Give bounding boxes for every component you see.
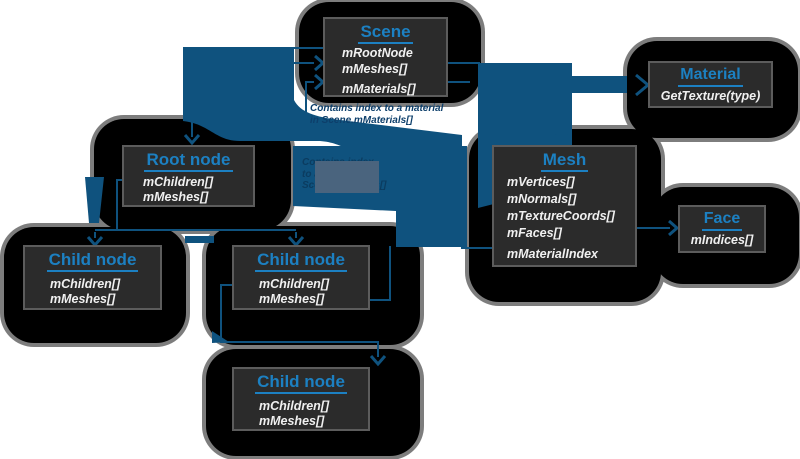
root-member-mmeshes: mMeshes[] bbox=[143, 190, 209, 204]
line-child2-child3 bbox=[220, 284, 379, 357]
face-node: Face mIndices[] bbox=[678, 205, 766, 253]
face-node-title: Face bbox=[680, 207, 764, 231]
blob-scene-to-root bbox=[183, 47, 294, 141]
child2-member-mchildren: mChildren[] bbox=[259, 277, 330, 291]
child1-member-mmeshes: mMeshes[] bbox=[50, 292, 116, 306]
material-index-annotation: Contains index to a material in Scene.mM… bbox=[310, 103, 444, 126]
arrow-to-child3-icon bbox=[369, 355, 387, 367]
mesh-node: Mesh mVertices[] mNormals[] mTextureCoor… bbox=[492, 145, 637, 267]
blue-trapezoid-left bbox=[85, 177, 104, 223]
child-node-3: Child node mChildren[] mMeshes[] bbox=[232, 367, 370, 431]
material-node-title: Material bbox=[650, 63, 771, 87]
arrow-to-rootnode-icon bbox=[183, 134, 201, 146]
child3-member-mmeshes: mMeshes[] bbox=[259, 414, 325, 428]
bar-to-material bbox=[560, 76, 627, 93]
arrow-to-face-icon bbox=[668, 219, 680, 237]
child3-member-mchildren: mChildren[] bbox=[259, 399, 330, 413]
arrowheads bbox=[86, 54, 680, 367]
arrow-to-mesh-icon bbox=[553, 134, 571, 146]
scene-node-title: Scene bbox=[325, 19, 446, 44]
root-member-mchildren: mChildren[] bbox=[143, 175, 214, 189]
scene-member-mmaterials: mMaterials[] bbox=[342, 82, 416, 96]
scene-node: Scene mRootNode mMeshes[] mMaterials[] bbox=[323, 17, 448, 97]
root-node: Root node mChildren[] mMeshes[] bbox=[122, 145, 255, 207]
material-node: Material GetTexture(type) bbox=[648, 61, 773, 108]
connector-lines bbox=[94, 47, 670, 357]
annotation-overlay-rect bbox=[315, 161, 379, 193]
face-member-mindices: mIndices[] bbox=[690, 233, 754, 247]
mesh-member-mtexturecoords: mTextureCoords[] bbox=[507, 209, 615, 223]
blue-bridge-children bbox=[185, 236, 214, 243]
line-child2-meshes-up bbox=[366, 246, 391, 301]
child-node-2: Child node mChildren[] mMeshes[] bbox=[232, 245, 370, 310]
mesh-member-mmaterialindex: mMaterialIndex bbox=[507, 247, 599, 261]
child-node-2-title: Child node bbox=[234, 247, 368, 272]
mesh-member-mvertices: mVertices[] bbox=[507, 175, 575, 189]
root-node-title: Root node bbox=[124, 147, 253, 172]
scene-member-mrootnode: mRootNode bbox=[342, 46, 413, 60]
mesh-member-mnormals: mNormals[] bbox=[507, 192, 577, 206]
child-node-1-title: Child node bbox=[25, 247, 160, 272]
scene-member-mmeshes: mMeshes[] bbox=[342, 62, 408, 76]
child-node-1: Child node mChildren[] mMeshes[] bbox=[23, 245, 162, 310]
child1-member-mchildren: mChildren[] bbox=[50, 277, 121, 291]
child2-member-mmeshes: mMeshes[] bbox=[259, 292, 325, 306]
material-member-gettexture: GetTexture(type) bbox=[660, 89, 761, 103]
mesh-member-mfaces: mFaces[] bbox=[507, 226, 562, 240]
child-node-3-title: Child node bbox=[234, 369, 368, 394]
line-into-materials bbox=[305, 81, 314, 120]
mesh-node-title: Mesh bbox=[494, 147, 635, 172]
